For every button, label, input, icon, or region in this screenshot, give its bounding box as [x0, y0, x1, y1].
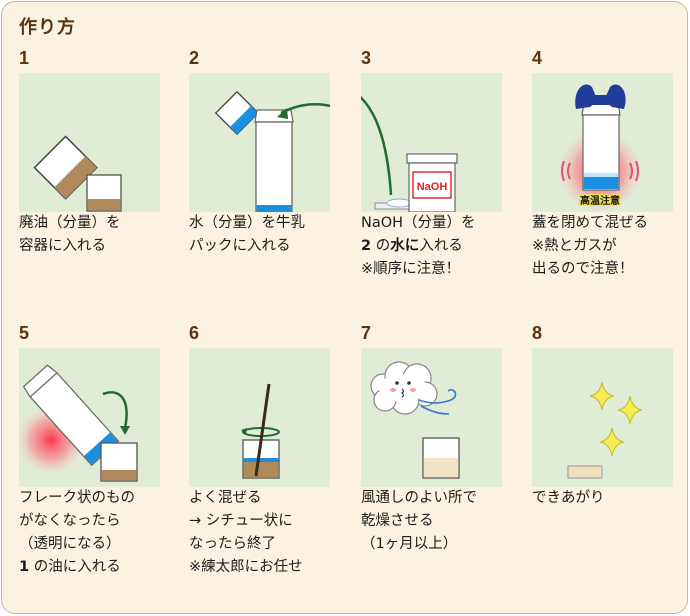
step-number: 8 — [532, 323, 542, 344]
high-temperature-badge: 高温注意 — [580, 194, 620, 207]
step-number: 2 — [189, 48, 199, 69]
dry-illustration — [361, 348, 502, 487]
step-number: 3 — [361, 48, 371, 69]
step-illustration — [19, 348, 160, 487]
step-description: 廃油（分量）を 容器に入れる — [19, 212, 179, 258]
shake-illustration: 高温注意 — [532, 73, 673, 212]
step-description: できあがり — [532, 487, 690, 510]
step-description: 水（分量）を牛乳 パックに入れる — [189, 212, 349, 258]
step-description: フレーク状のもの がなくなったら （透明になる） 1 の油に入れる — [19, 487, 179, 579]
naoh-illustration: NaOH — [361, 73, 502, 212]
sparkle-icon — [590, 382, 642, 456]
step-illustration — [361, 348, 502, 487]
pour-oil-illustration — [19, 73, 160, 212]
step-illustration: 高温注意 — [532, 73, 673, 212]
step-number: 4 — [532, 48, 542, 69]
step-number: 1 — [19, 48, 29, 69]
step-number: 6 — [189, 323, 199, 344]
step-illustration — [532, 348, 673, 487]
step-number: 7 — [361, 323, 371, 344]
step-description: NaOH（分量）を 2 の水に入れる ※順序に注意！ — [361, 212, 521, 281]
pour-water-illustration — [189, 73, 330, 212]
step-description: よく混ぜる → シチュー状に なったら終了 ※練太郎にお任せ — [189, 487, 349, 579]
step-description: 風通しのよい所で 乾燥させる （1ヶ月以上） — [361, 487, 521, 556]
naoh-jar-label: NaOH — [417, 181, 448, 193]
stir-illustration — [189, 348, 330, 487]
step-illustration: NaOH — [361, 73, 502, 212]
step-number: 5 — [19, 323, 29, 344]
step-illustration — [189, 73, 330, 212]
pour-mixture-illustration — [19, 348, 160, 487]
finished-soap-illustration — [532, 348, 673, 487]
step-illustration — [189, 348, 330, 487]
step-illustration — [19, 73, 160, 212]
page-title: 作り方 — [19, 13, 76, 39]
step-description: 蓋を閉めて混ぜる ※熱とガスが 出るので注意！ — [532, 212, 690, 281]
